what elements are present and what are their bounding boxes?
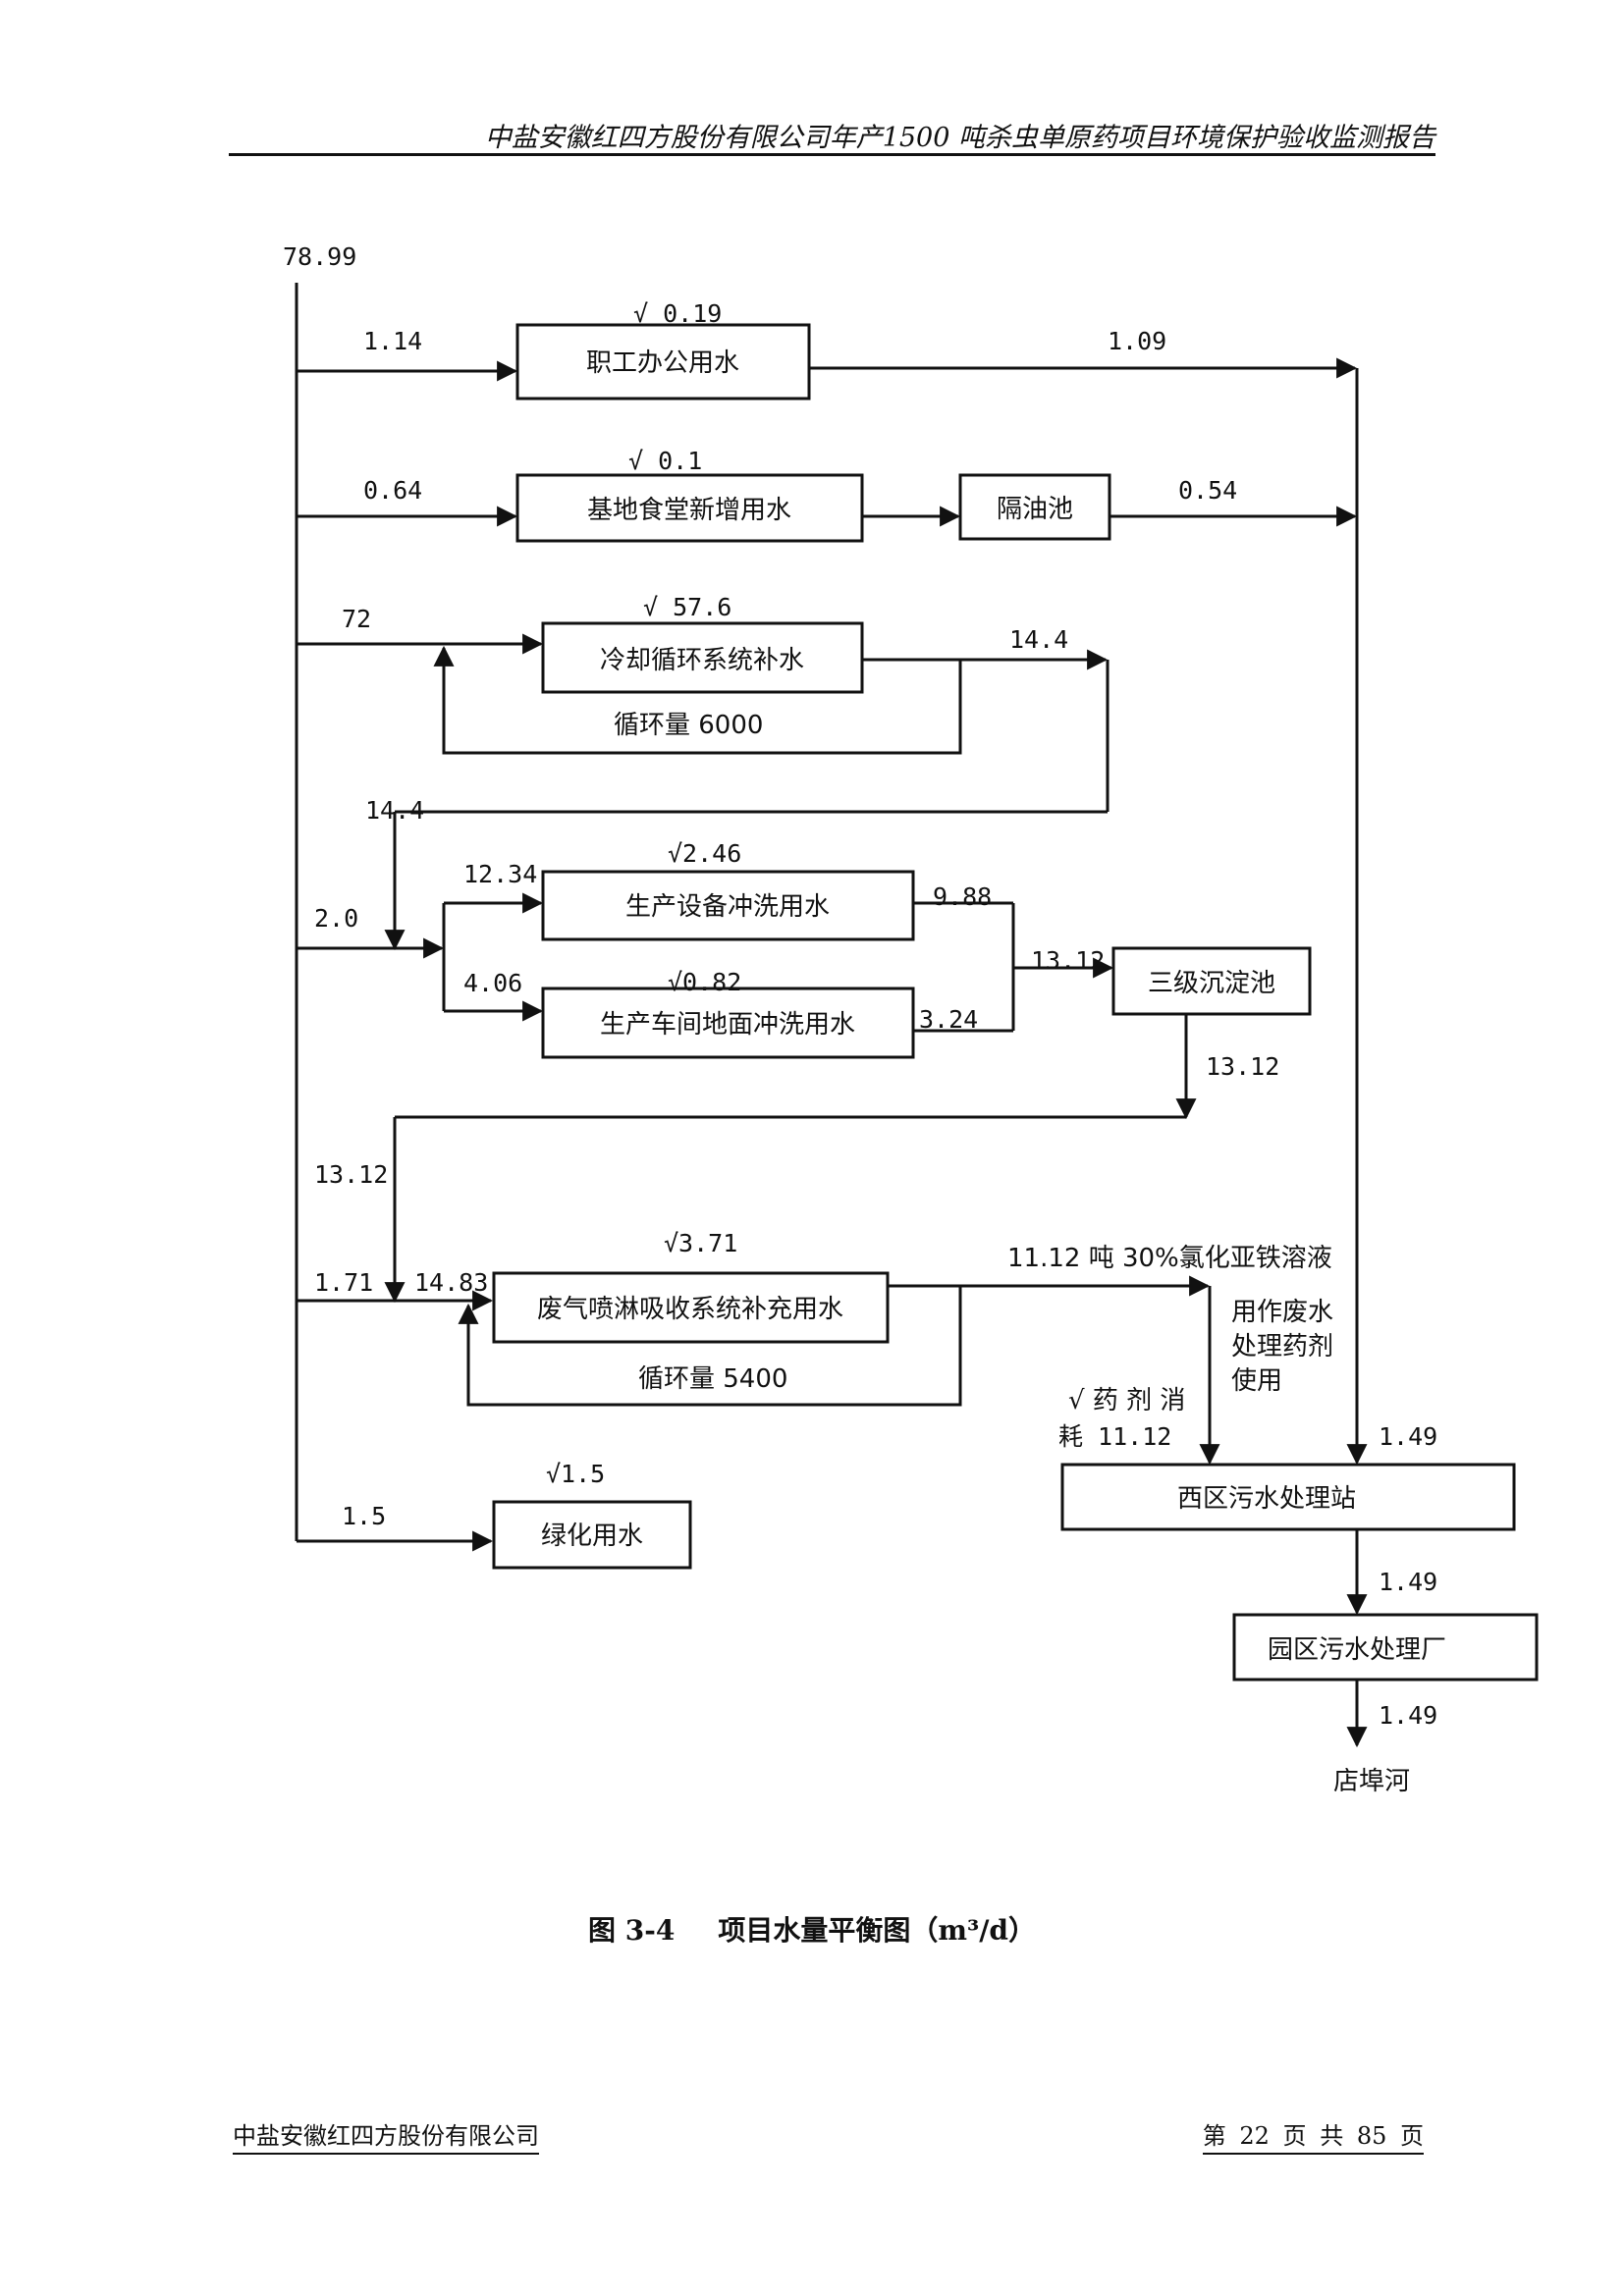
- label-floor-loss: √0.82: [668, 968, 741, 996]
- label-canteen-in: 0.64: [363, 476, 422, 505]
- footer-page-number: 第 22 页 共 85 页: [1202, 2116, 1424, 2155]
- label-canteen-loss: √ 0.1: [628, 447, 702, 475]
- label-staff-office: 职工办公用水: [586, 348, 739, 378]
- label-park-plant: 园区污水处理厂: [1268, 1635, 1446, 1665]
- header-rule: [229, 153, 1435, 156]
- box-park-plant: [1232, 1613, 1539, 1682]
- label-cooling-in: 72: [342, 605, 371, 633]
- label-green-loss: √1.5: [546, 1460, 605, 1488]
- label-fresh-2: 2.0: [314, 904, 358, 933]
- label-staff-in: 1.14: [363, 327, 422, 355]
- box-equip-wash: [541, 870, 915, 941]
- label-scrubber-in: 14.83: [414, 1268, 488, 1297]
- label-canteen: 基地食堂新增用水: [587, 496, 791, 525]
- label-floor-in: 4.06: [463, 969, 522, 997]
- cooling-cycle-loop: [433, 645, 962, 755]
- caption-prefix: 图 3-4: [587, 1914, 676, 1947]
- label-cooling: 冷却循环系统补水: [600, 646, 804, 675]
- box-scrubber: [492, 1271, 890, 1344]
- footer-company: 中盐安徽红四方股份有限公司: [233, 2116, 539, 2155]
- label-reagent-loss-1: √ 药 剂 消: [1068, 1386, 1185, 1415]
- caption-title: 项目水量平衡图（m³/d）: [718, 1914, 1037, 1947]
- label-cooling-cycle: 循环量 6000: [614, 711, 763, 740]
- figure-caption: 图 3-4 项目水量平衡图（m³/d）: [0, 1909, 1624, 1949]
- label-staff-loss: √ 0.19: [633, 299, 722, 328]
- label-scrubber-cycle: 循环量 5400: [638, 1364, 787, 1394]
- label-west-station: 西区污水处理站: [1177, 1484, 1356, 1514]
- label-total: 78.99: [283, 242, 356, 271]
- label-scrubber-out: 11.12 吨 30%氯化亚铁溶液: [1007, 1244, 1332, 1273]
- box-sediment: [1111, 946, 1312, 1016]
- label-reagent-use-2: 处理药剂: [1231, 1332, 1333, 1362]
- label-station-out: 1.49: [1379, 1568, 1437, 1596]
- label-sediment: 三级沉淀池: [1148, 969, 1275, 998]
- label-equip-in: 12.34: [463, 860, 537, 888]
- label-cooling-out: 14.4: [1009, 625, 1068, 654]
- label-fresh-171: 1.71: [314, 1268, 373, 1297]
- label-greening: 绿化用水: [541, 1522, 643, 1551]
- label-equip-wash: 生产设备冲洗用水: [625, 892, 830, 922]
- label-sediment-in: 13.12: [1031, 946, 1105, 975]
- box-greening: [492, 1500, 692, 1570]
- box-oil-trap: [958, 473, 1111, 541]
- report-header-title: 中盐安徽红四方股份有限公司年产1500 吨杀虫单原药项目环境保护验收监测报告: [484, 123, 1435, 153]
- label-plant-out: 1.49: [1379, 1701, 1437, 1730]
- box-staff-office: [515, 323, 811, 400]
- label-reuse-13: 13.12: [314, 1160, 388, 1189]
- scrubber-cycle-loop: [458, 1286, 962, 1407]
- label-station-in: 1.49: [1379, 1422, 1437, 1451]
- box-canteen: [515, 473, 864, 543]
- label-reagent-loss-2: 耗 11.12: [1058, 1422, 1171, 1451]
- label-floor-out: 3.24: [919, 1005, 978, 1034]
- label-cooling-loss: √ 57.6: [643, 593, 731, 621]
- box-west-station: [1060, 1463, 1516, 1531]
- label-scrubber: 废气喷淋吸收系统补充用水: [537, 1295, 843, 1324]
- box-floor-wash: [541, 987, 915, 1059]
- label-equip-loss: √2.46: [668, 839, 741, 868]
- label-scrubber-loss: √3.71: [664, 1229, 737, 1257]
- label-oil-trap: 隔油池: [997, 495, 1073, 524]
- label-equip-out: 9.88: [933, 882, 992, 911]
- label-reagent-use-1: 用作废水: [1231, 1298, 1333, 1327]
- label-sediment-out: 13.12: [1206, 1052, 1279, 1081]
- label-green-in: 1.5: [342, 1502, 386, 1530]
- box-cooling: [541, 621, 864, 694]
- label-reuse-14: 14.4: [365, 796, 424, 825]
- label-reagent-use-3: 使用: [1231, 1366, 1282, 1396]
- label-river: 店埠河: [1333, 1767, 1410, 1796]
- label-floor-wash: 生产车间地面冲洗用水: [600, 1010, 855, 1040]
- label-staff-out: 1.09: [1108, 327, 1166, 355]
- label-canteen-out: 0.54: [1178, 476, 1237, 505]
